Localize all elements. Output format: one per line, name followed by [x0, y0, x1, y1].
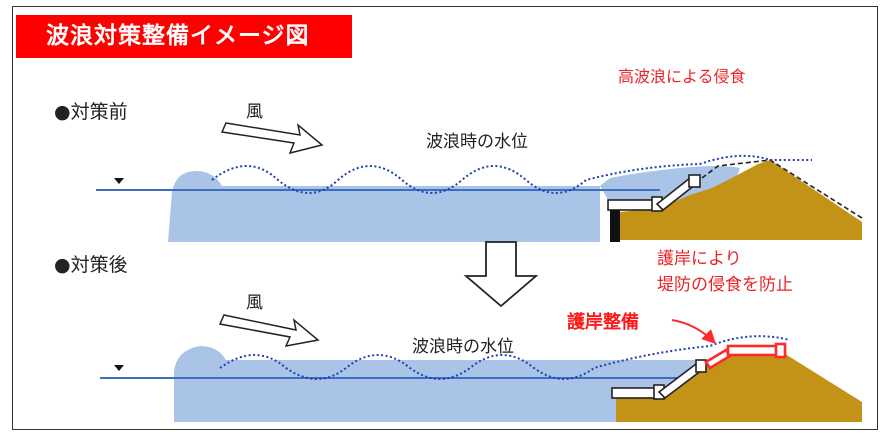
after-water-body	[174, 346, 700, 422]
before-embankment	[620, 160, 862, 240]
before-wind-arrow	[220, 122, 324, 155]
diagram-title: 波浪対策整備イメージ図	[16, 15, 352, 58]
after-water-level-label: 波浪時の水位	[412, 337, 514, 357]
revetment-works-label: 護岸整備	[567, 312, 639, 333]
erosion-label: 高波浪による侵食	[618, 67, 746, 86]
after-wind-arrow	[218, 314, 320, 348]
works-pointer-arrow	[671, 319, 716, 344]
before-scene	[96, 122, 863, 242]
after-scene	[100, 314, 862, 422]
after-water-level-marker	[114, 365, 124, 371]
before-sheet-pile	[610, 210, 620, 242]
before-water-level-marker	[114, 178, 124, 184]
before-revetment	[607, 174, 701, 212]
protection-note-line2: 堤防の侵食を防止	[657, 275, 793, 295]
after-existing-revetment	[611, 359, 707, 400]
after-heading: ●対策後	[54, 254, 128, 276]
protection-note-line1: 護岸により	[657, 249, 742, 269]
before-water-body	[168, 170, 600, 242]
before-heading: ●対策前	[54, 101, 128, 123]
transition-arrow	[463, 241, 539, 308]
after-embankment	[616, 352, 862, 422]
before-original-embankment-outline	[701, 159, 863, 219]
before-wind-label: 風	[246, 102, 263, 122]
before-water-level-label: 波浪時の水位	[426, 132, 528, 152]
after-new-revetment	[704, 342, 787, 370]
after-wind-label: 風	[246, 293, 263, 313]
